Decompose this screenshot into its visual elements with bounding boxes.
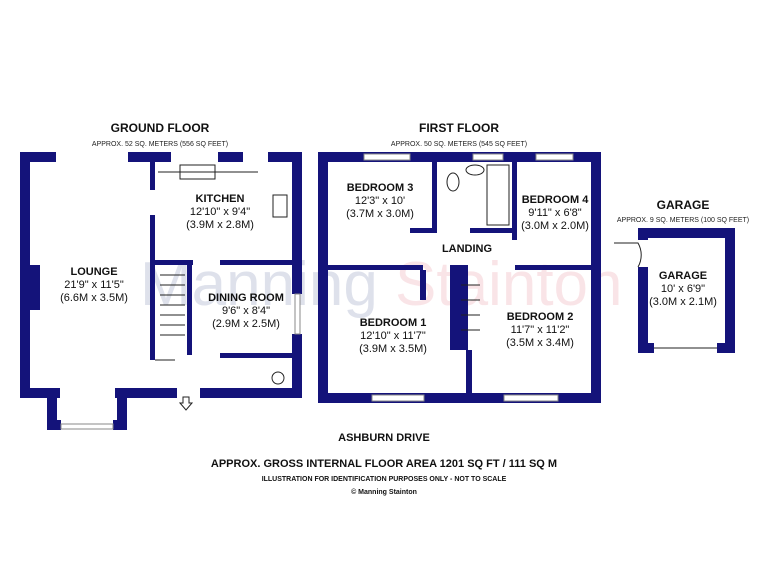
street-name: ASHBURN DRIVE	[338, 432, 430, 444]
gross-floor-area: APPROX. GROSS INTERNAL FLOOR AREA 1201 S…	[211, 458, 557, 470]
room-dimensions: (3.7M x 3.0M)	[346, 208, 414, 220]
room-lounge: LOUNGE 21'9" x 11'5" (6.6M x 3.5M)	[60, 266, 128, 304]
room-name: GARAGE	[659, 270, 707, 282]
room-name: KITCHEN	[196, 193, 245, 205]
stairs	[160, 274, 185, 336]
room-name: LANDING	[442, 243, 492, 255]
room-dimensions: 12'10" x 9'4"	[190, 206, 250, 218]
first-floor-area: APPROX. 50 SQ. METERS (545 SQ FEET)	[391, 141, 527, 148]
room-name: BEDROOM 3	[347, 182, 414, 194]
toilet-icon	[271, 371, 285, 385]
first-floor-walls	[318, 152, 601, 403]
toilet-icon	[446, 172, 460, 192]
room-bedroom-4: BEDROOM 4 9'11" x 6'8" (3.0M x 2.0M)	[521, 194, 589, 232]
first-floor-plan: FIRST FLOOR APPROX. 50 SQ. METERS (545 S…	[318, 121, 601, 403]
room-bedroom-1: BEDROOM 1 12'10" x 11'7" (3.9M x 3.5M)	[359, 317, 427, 355]
room-kitchen: KITCHEN 12'10" x 9'4" (3.9M x 2.8M)	[186, 193, 254, 231]
entrance-arrow-icon	[155, 359, 194, 411]
room-bedroom-3: BEDROOM 3 12'3" x 10' (3.7M x 3.0M)	[346, 182, 414, 220]
ground-floor-title: GROUND FLOOR	[111, 121, 210, 135]
room-dimensions: (3.0M x 2.1M)	[649, 296, 717, 308]
room-dimensions: 21'9" x 11'5"	[64, 279, 124, 291]
sink-icon	[179, 164, 216, 180]
room-name: DINING ROOM	[208, 292, 284, 304]
room-bedroom-2: BEDROOM 2 11'7" x 11'2" (3.5M x 3.4M)	[506, 311, 574, 349]
garage-door-swing	[614, 242, 642, 268]
ground-floor-area: APPROX. 52 SQ. METERS (556 SQ FEET)	[92, 141, 228, 148]
room-dimensions: (3.9M x 3.5M)	[359, 343, 427, 355]
room-dimensions: 9'11" x 6'8"	[528, 207, 581, 219]
ground-floor-plan: GROUND FLOOR APPROX. 52 SQ. METERS (556 …	[20, 121, 302, 430]
garage-area: APPROX. 9 SQ. METERS (100 SQ FEET)	[617, 217, 749, 224]
watermark-stainton: Stainton	[395, 250, 623, 319]
room-name: BEDROOM 1	[360, 317, 427, 329]
first-floor-title: FIRST FLOOR	[419, 121, 499, 135]
room-landing: LANDING	[442, 243, 492, 255]
room-dimensions: 12'10" x 11'7"	[360, 330, 426, 342]
room-dimensions: 9'6" x 8'4"	[222, 305, 270, 317]
room-dimensions: 12'3" x 10'	[355, 195, 405, 207]
garage-walls	[614, 228, 735, 353]
copyright: © Manning Stainton	[351, 488, 417, 496]
disclaimer: ILLUSTRATION FOR IDENTIFICATION PURPOSES…	[262, 476, 507, 483]
room-dimensions: 11'7" x 11'2"	[511, 324, 570, 336]
hob-icon	[272, 194, 288, 218]
room-name: BEDROOM 4	[522, 194, 590, 206]
stairs	[461, 284, 480, 331]
room-dimensions: (2.9M x 2.5M)	[212, 318, 280, 330]
shower-icon	[486, 164, 510, 226]
basin-icon	[465, 164, 485, 176]
garage-title: GARAGE	[657, 198, 710, 212]
ground-floor-walls	[20, 152, 302, 430]
room-dimensions: (6.6M x 3.5M)	[60, 292, 128, 304]
room-name: LOUNGE	[70, 266, 117, 278]
garage-plan: GARAGE APPROX. 9 SQ. METERS (100 SQ FEET…	[614, 198, 749, 353]
footer: ASHBURN DRIVE APPROX. GROSS INTERNAL FLO…	[211, 432, 557, 496]
room-garage: GARAGE 10' x 6'9" (3.0M x 2.1M)	[649, 270, 717, 308]
room-dimensions: (3.0M x 2.0M)	[521, 220, 589, 232]
room-dimensions: (3.9M x 2.8M)	[186, 219, 254, 231]
room-name: BEDROOM 2	[507, 311, 574, 323]
room-dimensions: (3.5M x 3.4M)	[506, 337, 574, 349]
room-dining-room: DINING ROOM 9'6" x 8'4" (2.9M x 2.5M)	[208, 292, 284, 330]
room-dimensions: 10' x 6'9"	[661, 283, 705, 295]
watermark: Manning Stainton	[140, 250, 623, 319]
